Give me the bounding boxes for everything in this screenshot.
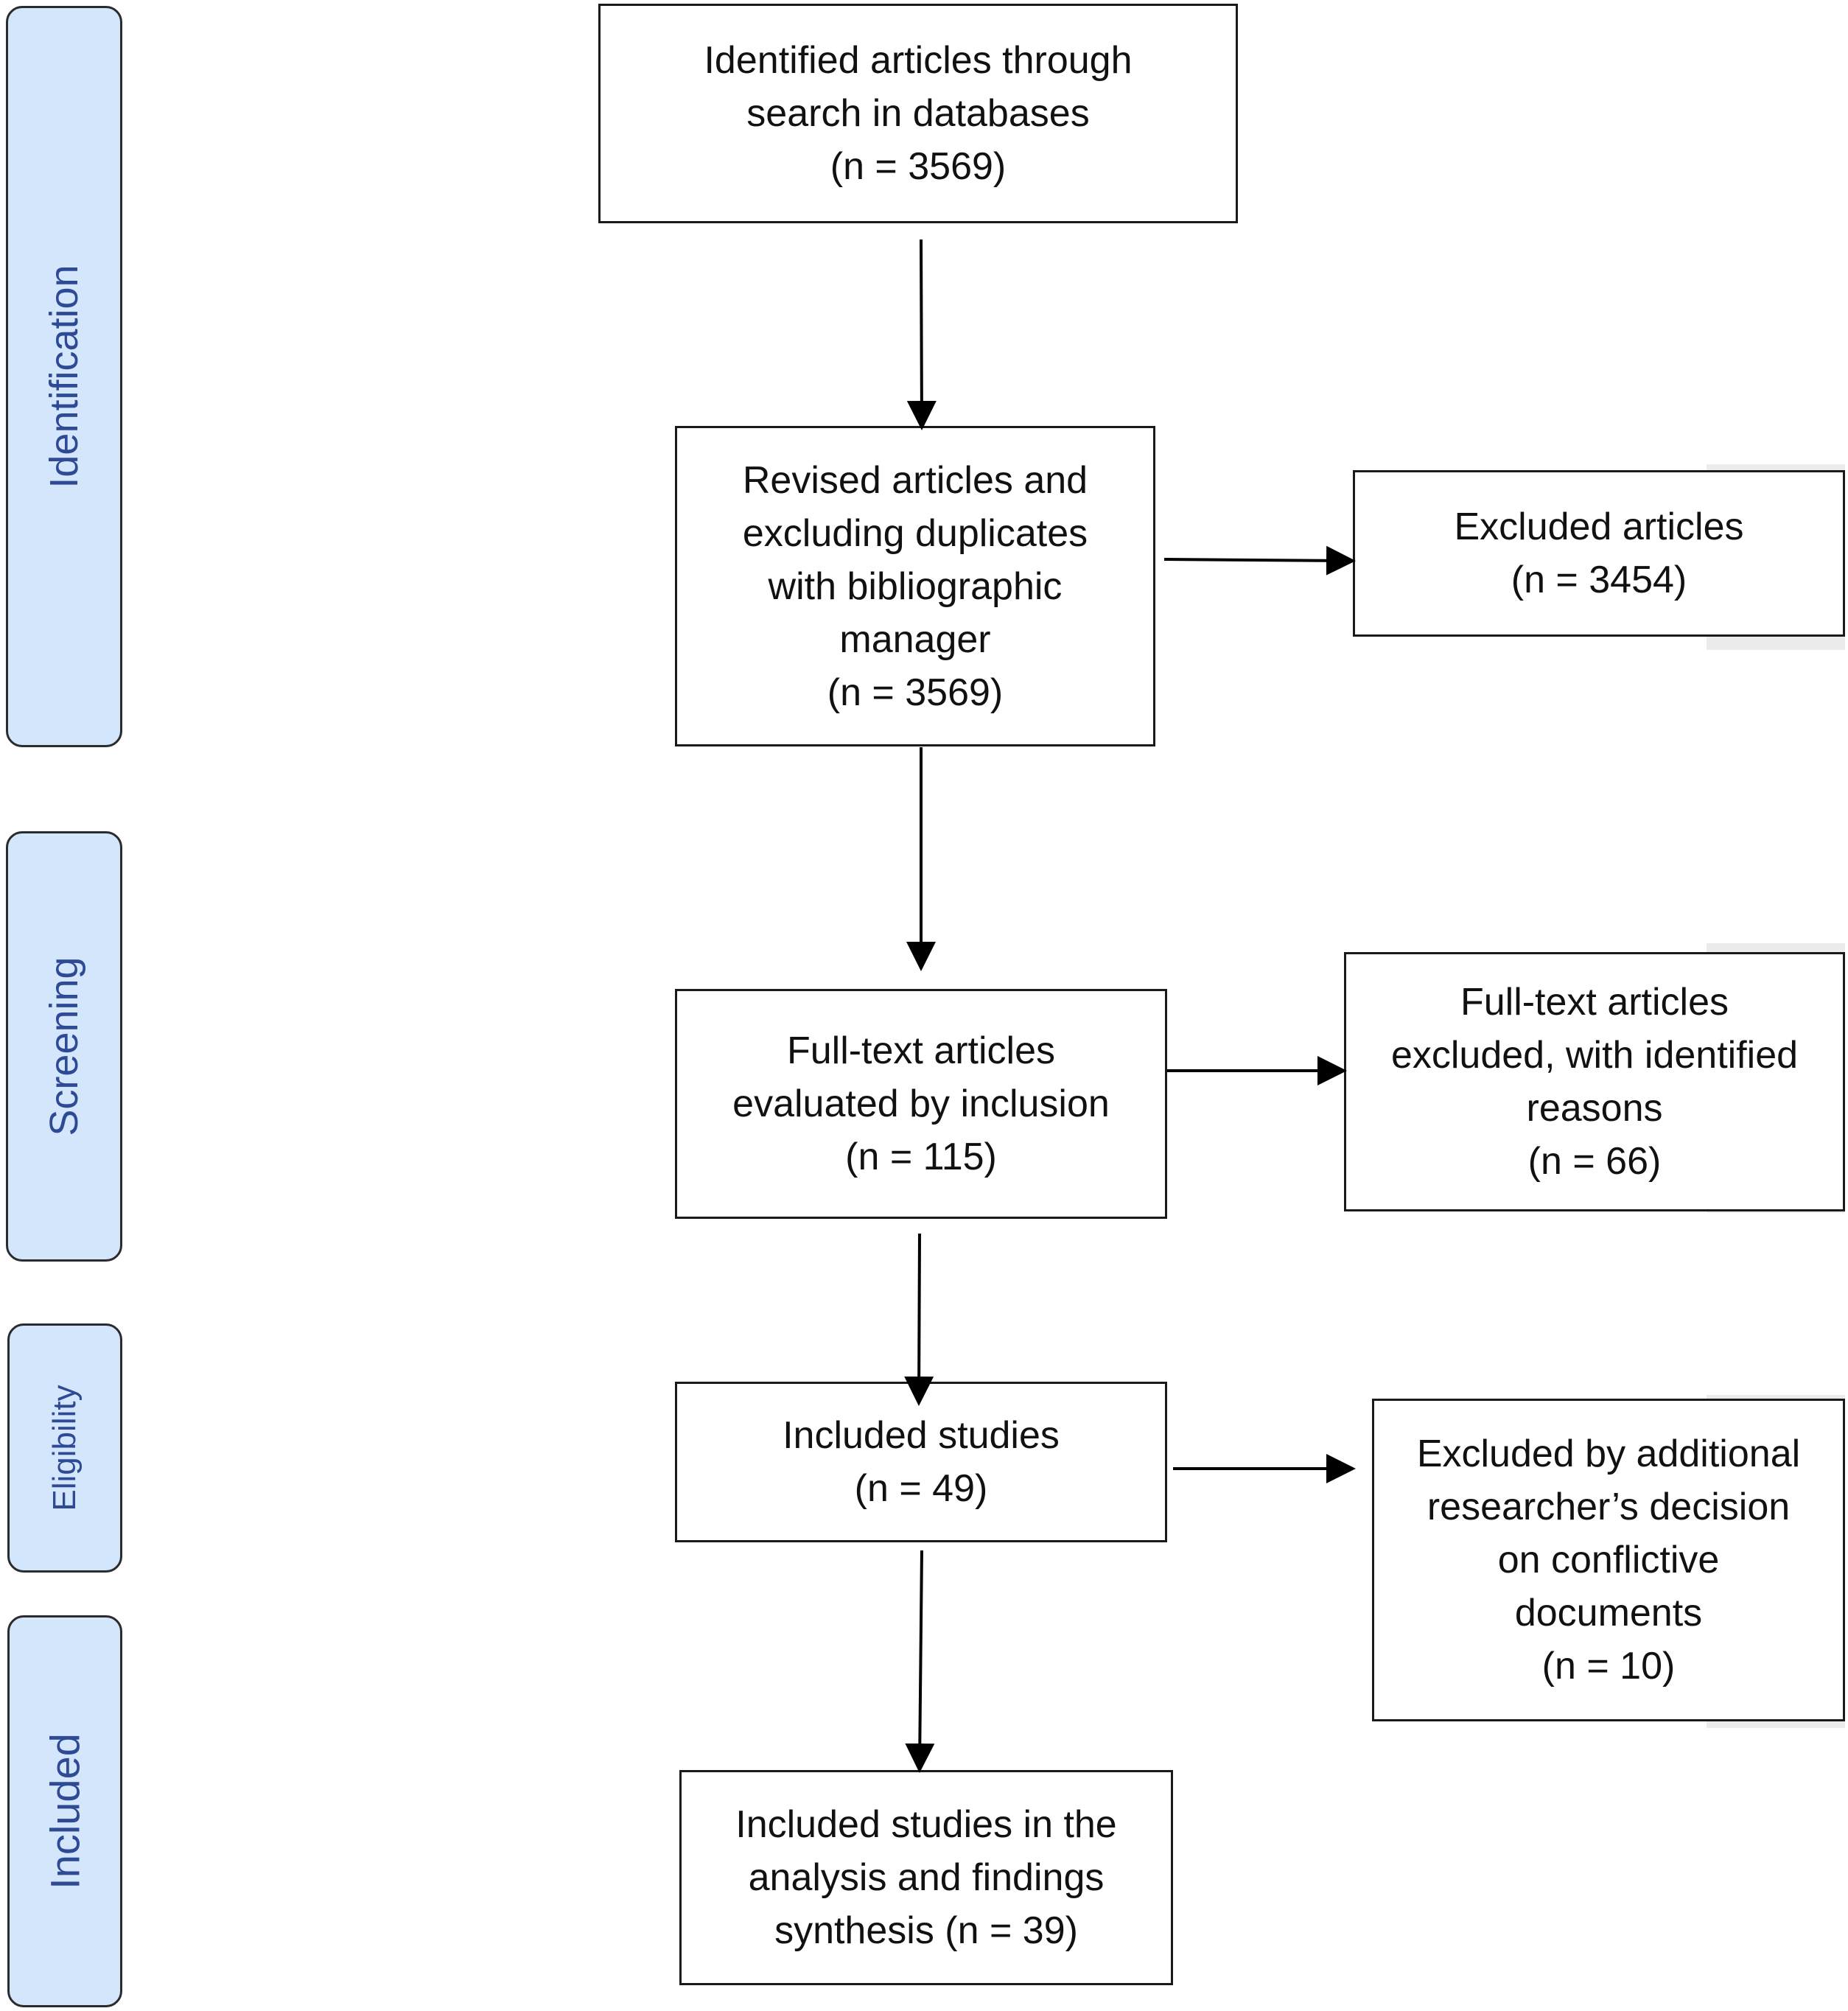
box-revised-articles: Revised articles and excluding duplicate… xyxy=(675,426,1155,746)
box-fulltext-excluded-line1: Full-text articles xyxy=(1460,981,1729,1024)
box-final-included-line3: synthesis (n = 39) xyxy=(774,1909,1078,1952)
box-fulltext-excluded-line3: reasons xyxy=(1526,1087,1663,1130)
box-fulltext-evaluated: Full-text articles evaluated by inclusio… xyxy=(675,989,1167,1219)
box-identified-line1: Identified articles through xyxy=(704,39,1133,82)
box-excluded-additional-line4: documents xyxy=(1514,1592,1703,1634)
arrow-revised-to-excluded xyxy=(1163,545,1356,576)
box-final-included-line1: Included studies in the xyxy=(735,1803,1117,1846)
box-revised-line1: Revised articles and xyxy=(742,458,1088,502)
box-included-studies-count: (n = 49) xyxy=(854,1467,988,1510)
phase-eligibility: Eligibility xyxy=(7,1323,122,1573)
box-excluded-articles-line1: Excluded articles xyxy=(1454,506,1744,548)
box-excluded-additional-line1: Excluded by additional xyxy=(1416,1433,1801,1475)
box-excluded-additional: Excluded by additional researcher’s deci… xyxy=(1372,1399,1845,1721)
box-identified-line2: search in databases xyxy=(746,92,1090,135)
box-fulltext-excluded-count: (n = 66) xyxy=(1527,1140,1662,1183)
box-revised-line2: excluding duplicates xyxy=(742,511,1088,555)
box-excluded-additional-line2: researcher’s decision xyxy=(1427,1486,1791,1528)
box-excluded-additional-count: (n = 10) xyxy=(1541,1645,1676,1688)
phase-screening: Screening xyxy=(6,831,122,1262)
box-fulltext-evaluated-line1: Full-text articles xyxy=(786,1029,1056,1072)
box-revised-line3: with bibliographic xyxy=(768,564,1063,608)
box-excluded-articles-count: (n = 3454) xyxy=(1511,559,1687,601)
box-identified-count: (n = 3569) xyxy=(830,145,1007,188)
box-final-included-line2: analysis and findings xyxy=(748,1856,1105,1899)
box-fulltext-evaluated-line2: evaluated by inclusion xyxy=(732,1083,1110,1125)
box-included-studies-line1: Included studies xyxy=(783,1414,1060,1457)
phase-identification: Identification xyxy=(6,6,122,747)
box-fulltext-excluded: Full-text articles excluded, with identi… xyxy=(1344,952,1845,1211)
box-revised-line4: manager xyxy=(839,618,991,661)
box-final-included: Included studies in the analysis and fin… xyxy=(679,1770,1173,1985)
box-included-studies: Included studies (n = 49) xyxy=(675,1382,1167,1542)
arrow-identified-to-revised xyxy=(906,239,937,430)
arrow-fulltext-to-included xyxy=(904,1233,934,1406)
box-revised-count: (n = 3569) xyxy=(827,671,1004,714)
box-fulltext-evaluated-count: (n = 115) xyxy=(845,1136,997,1178)
box-fulltext-excluded-line2: excluded, with identified xyxy=(1390,1034,1799,1077)
phase-included: Included xyxy=(7,1615,122,2007)
box-excluded-additional-line3: on conflictive xyxy=(1497,1539,1720,1581)
box-excluded-articles: Excluded articles (n = 3454) xyxy=(1353,470,1845,637)
box-identified-articles: Identified articles through search in da… xyxy=(598,4,1238,223)
arrow-included-to-final xyxy=(905,1550,935,1773)
